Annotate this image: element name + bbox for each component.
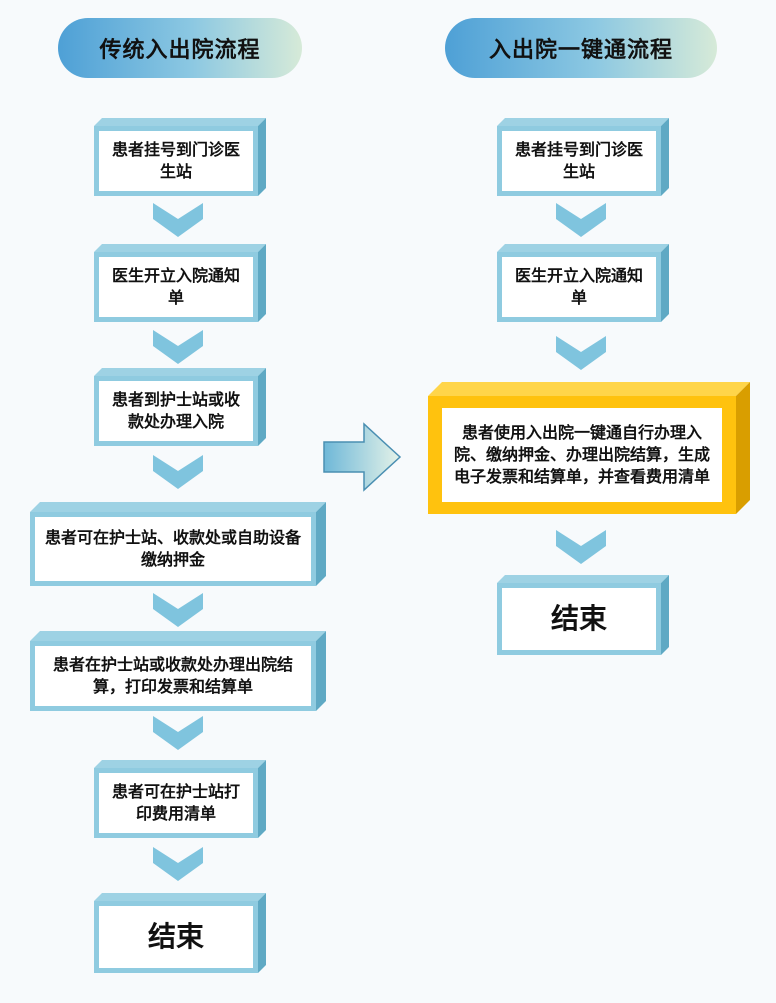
left-chevron-6 [153, 847, 203, 881]
left-step-2-text: 医生开立入院通知单 [99, 257, 253, 317]
left-step-6: 患者可在护士站打印费用清单 [94, 760, 266, 838]
right-end-text: 结束 [502, 588, 656, 650]
left-step-5: 患者在护士站或收款处办理出院结算，打印发票和结算单 [30, 631, 326, 711]
left-end-box: 结束 [94, 893, 266, 973]
left-step-4-text: 患者可在护士站、收款处或自助设备缴纳押金 [35, 517, 311, 581]
left-chevron-4 [153, 593, 203, 627]
left-flow-title: 传统入出院流程 [58, 18, 302, 78]
left-step-3-text: 患者到护士站或收款处办理入院 [99, 381, 253, 441]
left-step-2: 医生开立入院通知单 [94, 244, 266, 322]
right-step-1: 患者挂号到门诊医生站 [497, 118, 669, 196]
left-chevron-3 [153, 455, 203, 489]
right-flow-title: 入出院一键通流程 [445, 18, 717, 78]
right-step-1-text: 患者挂号到门诊医生站 [502, 131, 656, 191]
right-chevron-1 [556, 203, 606, 237]
left-chevron-5 [153, 716, 203, 750]
left-step-4: 患者可在护士站、收款处或自助设备缴纳押金 [30, 502, 326, 586]
left-step-5-text: 患者在护士站或收款处办理出院结算，打印发票和结算单 [35, 646, 311, 706]
right-step-2: 医生开立入院通知单 [497, 244, 669, 322]
right-step-2-text: 医生开立入院通知单 [502, 257, 656, 317]
left-step-1: 患者挂号到门诊医生站 [94, 118, 266, 196]
left-step-1-text: 患者挂号到门诊医生站 [99, 131, 253, 191]
left-step-6-text: 患者可在护士站打印费用清单 [99, 773, 253, 833]
right-chevron-2 [556, 336, 606, 370]
right-step-3-highlight: 患者使用入出院一键通自行办理入院、缴纳押金、办理出院结算，生成电子发票和结算单，… [428, 382, 750, 514]
right-end-box: 结束 [497, 575, 669, 655]
right-arrow-icon [323, 422, 402, 492]
right-chevron-3 [556, 530, 606, 564]
left-end-text: 结束 [99, 906, 253, 968]
left-chevron-1 [153, 203, 203, 237]
left-chevron-2 [153, 330, 203, 364]
left-step-3: 患者到护士站或收款处办理入院 [94, 368, 266, 446]
right-step-3-text: 患者使用入出院一键通自行办理入院、缴纳押金、办理出院结算，生成电子发票和结算单，… [442, 408, 722, 502]
